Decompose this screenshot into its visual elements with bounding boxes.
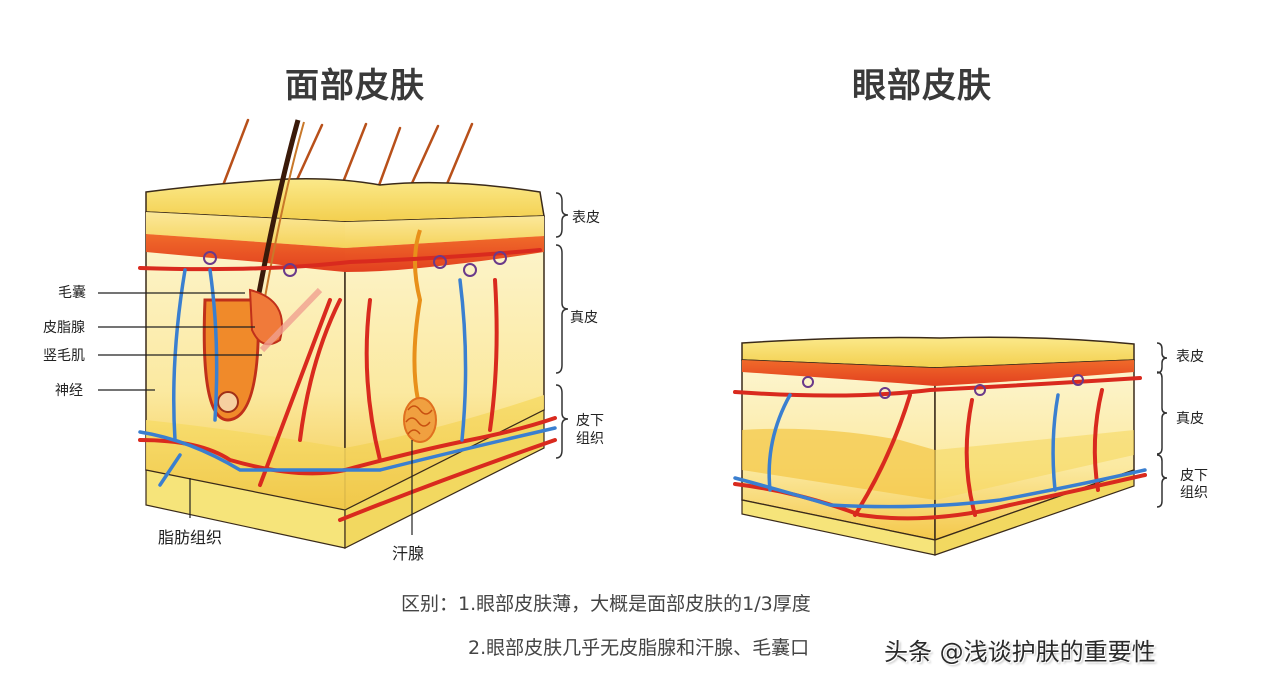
label-hair-follicle: 毛囊 xyxy=(58,285,86,301)
label-sweat-gland: 汗腺 xyxy=(392,544,425,563)
label-arrector-pili: 竖毛肌 xyxy=(43,348,85,364)
eye-layer-dermis: 真皮 xyxy=(1176,411,1204,427)
face-callout-lines xyxy=(98,292,413,535)
difference-note-2: 2.眼部皮肤几乎无皮脂腺和汗腺、毛囊口 xyxy=(468,637,810,659)
face-capillary-loops xyxy=(203,251,507,277)
eye-capillary-loops xyxy=(802,374,1084,399)
face-layer-subcutaneous-2: 组织 xyxy=(576,431,604,447)
face-veins xyxy=(138,268,557,487)
eye-veins xyxy=(733,393,1147,509)
eye-layer-subcutaneous-1: 皮下 xyxy=(1180,468,1208,484)
eye-skin-block xyxy=(733,336,1147,556)
face-skin-block xyxy=(138,118,557,549)
eye-layer-epidermis: 表皮 xyxy=(1176,349,1204,365)
label-sebaceous-gland: 皮脂腺 xyxy=(43,320,85,336)
watermark: 头条 @浅谈护肤的重要性 xyxy=(884,638,1156,666)
label-fat-tissue: 脂肪组织 xyxy=(158,528,223,547)
difference-note-1: 区别：1.眼部皮肤薄，大概是面部皮肤的1/3厚度 xyxy=(401,593,811,615)
face-layer-epidermis: 表皮 xyxy=(572,210,600,226)
face-skin-title: 面部皮肤 xyxy=(285,66,425,106)
eye-layer-brackets xyxy=(1156,342,1168,508)
label-nerve: 神经 xyxy=(55,383,83,399)
face-layer-subcutaneous-1: 皮下 xyxy=(576,413,604,429)
eye-layer-subcutaneous-2: 组织 xyxy=(1180,485,1208,501)
eye-skin-title: 眼部皮肤 xyxy=(852,66,992,106)
face-layer-dermis: 真皮 xyxy=(570,310,598,326)
face-layer-brackets xyxy=(555,192,569,459)
